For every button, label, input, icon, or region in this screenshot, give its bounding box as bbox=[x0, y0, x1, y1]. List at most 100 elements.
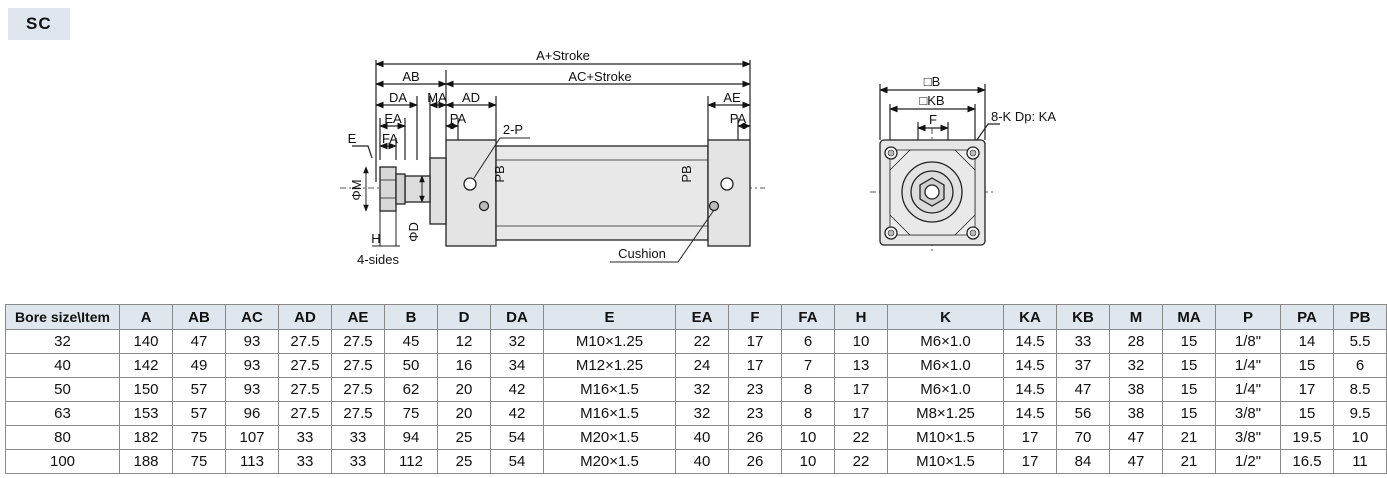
table-cell: 16 bbox=[437, 353, 491, 378]
table-cell: 40 bbox=[675, 425, 729, 450]
column-header: DA bbox=[490, 304, 544, 330]
table-cell: 33 bbox=[1056, 329, 1110, 354]
table-cell: 15 bbox=[1280, 401, 1334, 426]
table-cell: 38 bbox=[1109, 377, 1163, 402]
table-cell: 5.5 bbox=[1333, 329, 1387, 354]
table-cell: 100 bbox=[5, 449, 120, 474]
dim-fa: FA bbox=[382, 131, 398, 146]
table-cell: 28 bbox=[1109, 329, 1163, 354]
table-cell: 47 bbox=[1109, 425, 1163, 450]
dim-e: E bbox=[348, 131, 357, 146]
column-header: K bbox=[887, 304, 1004, 330]
column-header: MA bbox=[1162, 304, 1216, 330]
table-cell: 96 bbox=[225, 401, 279, 426]
table-cell: 75 bbox=[384, 401, 438, 426]
table-cell: 13 bbox=[834, 353, 888, 378]
table-cell: 47 bbox=[172, 329, 226, 354]
table-cell: 6 bbox=[781, 329, 835, 354]
table-cell: 113 bbox=[225, 449, 279, 474]
table-cell: 140 bbox=[119, 329, 173, 354]
table-cell: 1/4" bbox=[1215, 353, 1281, 378]
table-cell: 17 bbox=[834, 377, 888, 402]
table-cell: 50 bbox=[5, 377, 120, 402]
table-cell: 33 bbox=[278, 425, 332, 450]
table-cell: 11 bbox=[1333, 449, 1387, 474]
column-header: PA bbox=[1280, 304, 1334, 330]
column-header: D bbox=[437, 304, 491, 330]
end-cover bbox=[879, 139, 986, 246]
table-cell: 10 bbox=[781, 449, 835, 474]
dim-phi-m: ΦM bbox=[349, 179, 364, 200]
table-cell: 17 bbox=[834, 401, 888, 426]
dim-b-box: □B bbox=[924, 74, 941, 89]
table-cell: 8.5 bbox=[1333, 377, 1387, 402]
table-cell: 49 bbox=[172, 353, 226, 378]
dim-a-stroke: A+Stroke bbox=[536, 48, 590, 63]
table-cell: 75 bbox=[172, 449, 226, 474]
table-cell: 54 bbox=[490, 425, 544, 450]
table-cell: M12×1.25 bbox=[543, 353, 676, 378]
table-cell: 54 bbox=[490, 449, 544, 474]
column-header: E bbox=[543, 304, 676, 330]
dim-cushion: Cushion bbox=[618, 246, 666, 261]
table-cell: 9.5 bbox=[1333, 401, 1387, 426]
column-header: F bbox=[728, 304, 782, 330]
column-header: AC bbox=[225, 304, 279, 330]
dim-phi-d: ΦD bbox=[406, 222, 421, 242]
table-cell: 45 bbox=[384, 329, 438, 354]
column-header: A bbox=[119, 304, 173, 330]
table-cell: 21 bbox=[1162, 425, 1216, 450]
dim-da: DA bbox=[389, 90, 407, 105]
table-cell: 26 bbox=[728, 425, 782, 450]
table-cell: 22 bbox=[834, 425, 888, 450]
dim-ports: 2-P bbox=[503, 122, 523, 137]
table-cell: 47 bbox=[1056, 377, 1110, 402]
column-header: EA bbox=[675, 304, 729, 330]
table-cell: 188 bbox=[119, 449, 173, 474]
table-cell: 63 bbox=[5, 401, 120, 426]
table-cell: 57 bbox=[172, 401, 226, 426]
column-header: FA bbox=[781, 304, 835, 330]
table-cell: 32 bbox=[490, 329, 544, 354]
table-cell: 27.5 bbox=[278, 329, 332, 354]
side-view bbox=[340, 60, 765, 189]
table-cell: 17 bbox=[1003, 449, 1057, 474]
column-header: KB bbox=[1056, 304, 1110, 330]
table-cell: 24 bbox=[675, 353, 729, 378]
table-cell: 70 bbox=[1056, 425, 1110, 450]
table-cell: M16×1.5 bbox=[543, 401, 676, 426]
table-cell: 182 bbox=[119, 425, 173, 450]
table-cell: 14.5 bbox=[1003, 377, 1057, 402]
table-cell: 20 bbox=[437, 401, 491, 426]
table-cell: 10 bbox=[1333, 425, 1387, 450]
table-cell: M20×1.5 bbox=[543, 425, 676, 450]
table-cell: 7 bbox=[781, 353, 835, 378]
table-cell: M10×1.5 bbox=[887, 425, 1004, 450]
table-cell: 37 bbox=[1056, 353, 1110, 378]
table-cell: 153 bbox=[119, 401, 173, 426]
table-cell: M16×1.5 bbox=[543, 377, 676, 402]
dim-h: H bbox=[371, 231, 380, 246]
table-cell: 150 bbox=[119, 377, 173, 402]
table-cell: 32 bbox=[5, 329, 120, 354]
column-header: B bbox=[384, 304, 438, 330]
table-cell: 62 bbox=[384, 377, 438, 402]
table-cell: 27.5 bbox=[331, 377, 385, 402]
dim-ma: MA bbox=[427, 90, 447, 105]
section-badge: SC bbox=[8, 8, 70, 40]
table-cell: 3/8" bbox=[1215, 425, 1281, 450]
table-cell: 17 bbox=[1280, 377, 1334, 402]
table-cell: 25 bbox=[437, 449, 491, 474]
column-header: KA bbox=[1003, 304, 1057, 330]
table-cell: 17 bbox=[1003, 425, 1057, 450]
table-cell: 15 bbox=[1162, 377, 1216, 402]
table-cell: 8 bbox=[781, 401, 835, 426]
table-cell: 27.5 bbox=[331, 401, 385, 426]
table-cell: 32 bbox=[675, 377, 729, 402]
table-cell: M6×1.0 bbox=[887, 377, 1004, 402]
table-cell: 107 bbox=[225, 425, 279, 450]
dim-pa-right: PA bbox=[730, 111, 747, 126]
